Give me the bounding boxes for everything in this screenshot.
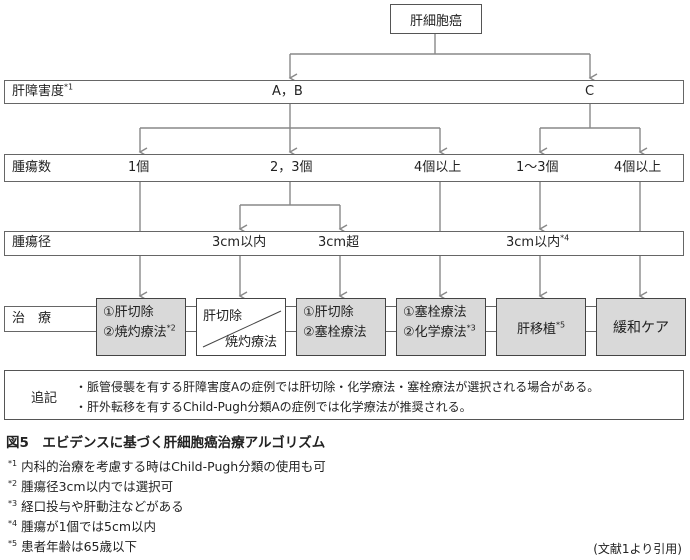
addendum-line-1: ・脈管侵襲を有する肝障害度Aの症例では肝切除・化学療法・塞栓療法が選択される場合… — [75, 380, 600, 394]
liver-damage-c: C — [585, 84, 595, 99]
liver-damage-row — [4, 80, 684, 104]
footnote-4: *4 腫瘍が1個では5cm以内 — [8, 518, 157, 534]
treatment-resection-or-ablation: 肝切除 焼灼療法 — [196, 298, 286, 356]
liver-damage-ab: A，B — [272, 84, 303, 99]
addendum-title: 追記 — [31, 391, 58, 406]
tumor-count-two-three: 2，3個 — [270, 160, 313, 175]
treatment-palliative-care: 緩和ケア — [596, 298, 686, 356]
tumor-size-over3: 3cm超 — [318, 235, 360, 250]
treatment-embolization-chemo: ①塞栓療法 ②化学療法*3 — [396, 298, 486, 356]
tumor-count-one-three-c: 1〜3個 — [516, 160, 559, 175]
treatment-label: 治 療 — [12, 311, 52, 326]
citation: (文献1より引用) — [593, 542, 682, 556]
divider-slash — [202, 310, 282, 348]
liver-damage-label: 肝障害度*1 — [12, 82, 74, 99]
footnote-1: *1 内科的治療を考慮する時はChild-Pugh分類の使用も可 — [8, 458, 326, 474]
tumor-count-one: 1個 — [128, 160, 150, 175]
tumor-count-label: 腫瘍数 — [12, 160, 52, 175]
tumor-size-row — [4, 231, 684, 256]
figure-caption: 図5 エビデンスに基づく肝細胞癌治療アルゴリズム — [6, 435, 326, 451]
addendum-line-2: ・肝外転移を有するChild-Pugh分類Aの症例では化学療法が推奨される。 — [75, 400, 472, 414]
footnote-5: *5 患者年齢は65歳以下 — [8, 538, 137, 554]
treatment-resection-ablation: ①肝切除 ②焼灼療法*2 — [96, 298, 186, 356]
tumor-count-row — [4, 154, 684, 182]
root-label: 肝細胞癌 — [409, 13, 462, 29]
root-node: 肝細胞癌 — [390, 4, 482, 34]
treatment-resection-embolization: ①肝切除 ②塞栓療法 — [296, 298, 386, 356]
tumor-count-four-plus-ab: 4個以上 — [414, 160, 462, 175]
treatment-transplant: 肝移植*5 — [496, 298, 586, 356]
footnote-3: *3 経口投与や肝動注などがある — [8, 498, 184, 514]
footnote-2: *2 腫瘍径3cm以内では選択可 — [8, 478, 174, 494]
tumor-size-within3-c: 3cm以内*4 — [506, 233, 570, 250]
tumor-size-label: 腫瘍径 — [12, 235, 52, 250]
tumor-size-within3: 3cm以内 — [212, 235, 267, 250]
addendum-box: 追記 ・脈管侵襲を有する肝障害度Aの症例では肝切除・化学療法・塞栓療法が選択され… — [4, 370, 684, 420]
tumor-count-four-plus-c: 4個以上 — [614, 160, 662, 175]
